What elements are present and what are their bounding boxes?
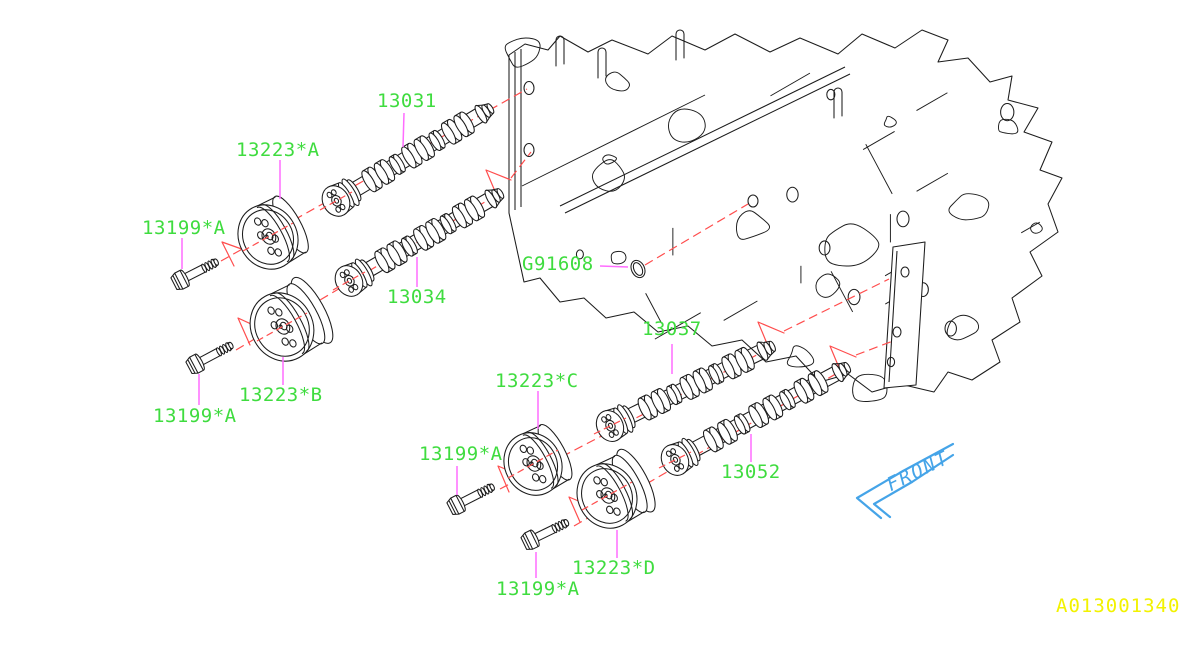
part-label-13199-a-1[interactable]: 13199*A <box>142 217 226 239</box>
part-label-13052[interactable]: 13052 <box>721 461 781 483</box>
camshaft-13034 <box>334 188 505 297</box>
engine-block-art <box>504 29 1063 402</box>
part-label-13199-a-3[interactable]: 13199*A <box>419 443 503 465</box>
part-label-13223-a[interactable]: 13223*A <box>236 139 320 161</box>
sprocket-13223c <box>503 423 573 496</box>
part-label-13199-a-2[interactable]: 13199*A <box>153 405 237 427</box>
part-label-13223-b[interactable]: 13223*B <box>239 384 323 406</box>
part-label-13037[interactable]: 13037 <box>642 318 702 340</box>
part-label-13223-d[interactable]: 13223*D <box>572 557 656 579</box>
camshaft-13052 <box>660 361 852 476</box>
camshaft-13037 <box>595 340 776 442</box>
axis-face-dashes <box>242 191 692 511</box>
sprocket-13223a <box>237 195 309 270</box>
part-label-13031[interactable]: 13031 <box>377 90 437 112</box>
bolt-13199a-2 <box>185 341 234 375</box>
leader-lines <box>181 112 752 578</box>
oring-g91608 <box>630 259 646 279</box>
bolt-13199a-1 <box>170 258 219 290</box>
bolt-13199a-4 <box>520 519 570 550</box>
part-label-13034[interactable]: 13034 <box>387 286 447 308</box>
front-arrow-icon <box>855 442 955 520</box>
sheet-id-code: A013001340 <box>1056 595 1181 617</box>
part-label-g91608[interactable]: G91608 <box>522 253 594 275</box>
part-label-13199-a-4[interactable]: 13199*A <box>496 578 580 600</box>
part-label-13223-c[interactable]: 13223*C <box>495 370 579 392</box>
camshaft-13031 <box>321 103 495 217</box>
bolt-13199a-3 <box>446 483 495 515</box>
